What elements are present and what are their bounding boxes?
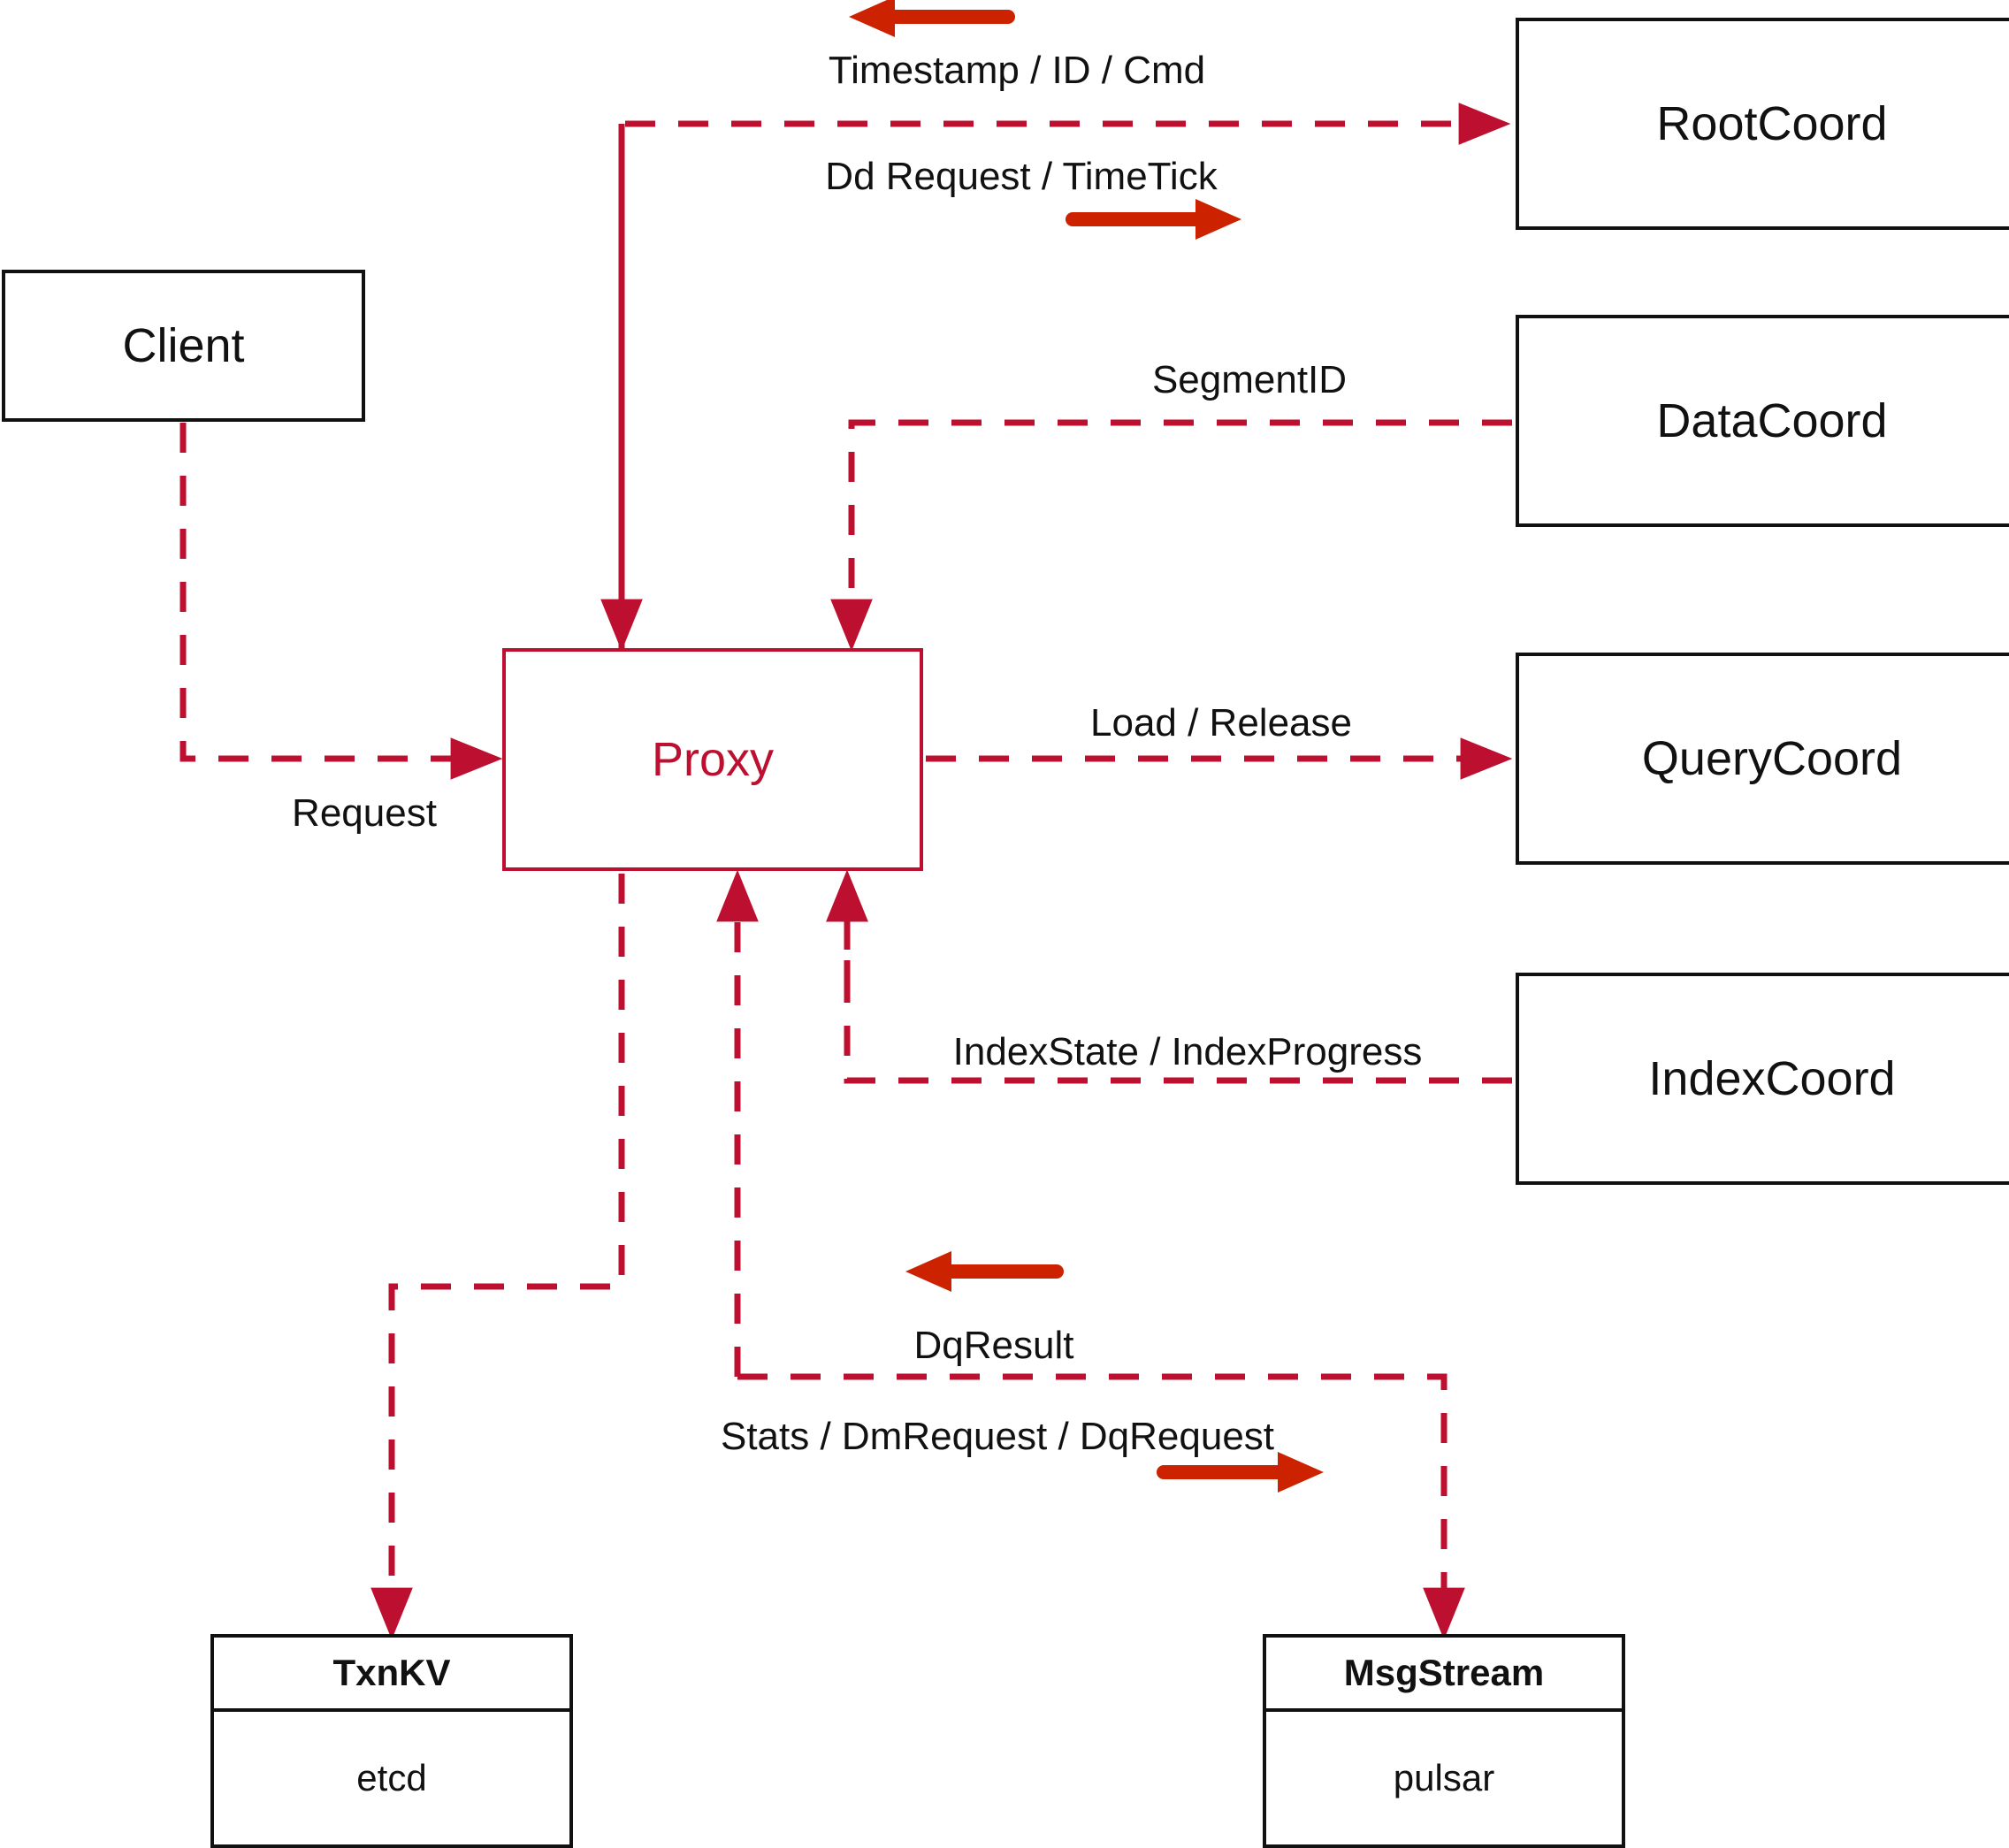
edge-proxy-to-msgstream [737,1373,1465,1640]
node-txnkv[interactable]: TxnKV etcd [210,1634,573,1848]
edge-label-dd-request-timetick: Dd Request / TimeTick [825,155,1218,198]
node-rootcoord[interactable]: RootCoord [1516,18,2009,230]
node-querycoord-label: QueryCoord [1641,732,1903,785]
node-proxy-label: Proxy [651,733,775,786]
node-txnkv-impl: etcd [356,1757,427,1798]
edge-label-dq-result: DqResult [913,1324,1074,1367]
direction-arrow-stats-right [1157,1452,1324,1493]
edge-proxy-to-txnkv [370,874,625,1640]
node-msgstream-title: MsgStream [1343,1652,1545,1693]
edge-label-segment-id: SegmentID [1151,358,1348,401]
node-datacoord[interactable]: DataCoord [1516,315,2009,527]
direction-arrow-timestamp-left [849,0,1015,37]
node-msgstream-header: MsgStream [1266,1638,1622,1712]
node-msgstream[interactable]: MsgStream pulsar [1263,1634,1625,1848]
node-rootcoord-label: RootCoord [1656,97,1888,150]
edge-label-index-state-progress: IndexState / IndexProgress [952,1030,1423,1073]
edge-label-stats-dm-dq: Stats / DmRequest / DqRequest [720,1415,1275,1458]
node-msgstream-impl: pulsar [1393,1757,1495,1798]
node-querycoord[interactable]: QueryCoord [1516,653,2009,865]
edge-label-request: Request [292,791,437,835]
node-txnkv-title: TxnKV [332,1652,451,1693]
node-datacoord-label: DataCoord [1656,394,1888,447]
edge-datacoord-to-proxy [830,419,1512,652]
edge-label-timestamp-id-cmd: Timestamp / ID / Cmd [828,49,1206,92]
node-txnkv-body: etcd [214,1712,569,1844]
edge-label-load-release: Load / Release [1090,701,1352,745]
direction-arrow-ddrequest-right [1066,199,1241,240]
node-client[interactable]: Client [2,270,365,422]
edge-proxy-to-rootcoord [618,103,1511,651]
node-txnkv-header: TxnKV [214,1638,569,1712]
edge-client-to-proxy [180,423,503,780]
node-indexcoord-label: IndexCoord [1648,1052,1896,1105]
edge-indexcoord-to-proxy [826,869,1512,1084]
node-client-label: Client [122,319,245,372]
direction-arrow-dqresult-left [905,1251,1064,1292]
node-indexcoord[interactable]: IndexCoord [1516,973,2009,1185]
node-proxy[interactable]: Proxy [502,648,923,871]
node-msgstream-body: pulsar [1266,1712,1622,1844]
